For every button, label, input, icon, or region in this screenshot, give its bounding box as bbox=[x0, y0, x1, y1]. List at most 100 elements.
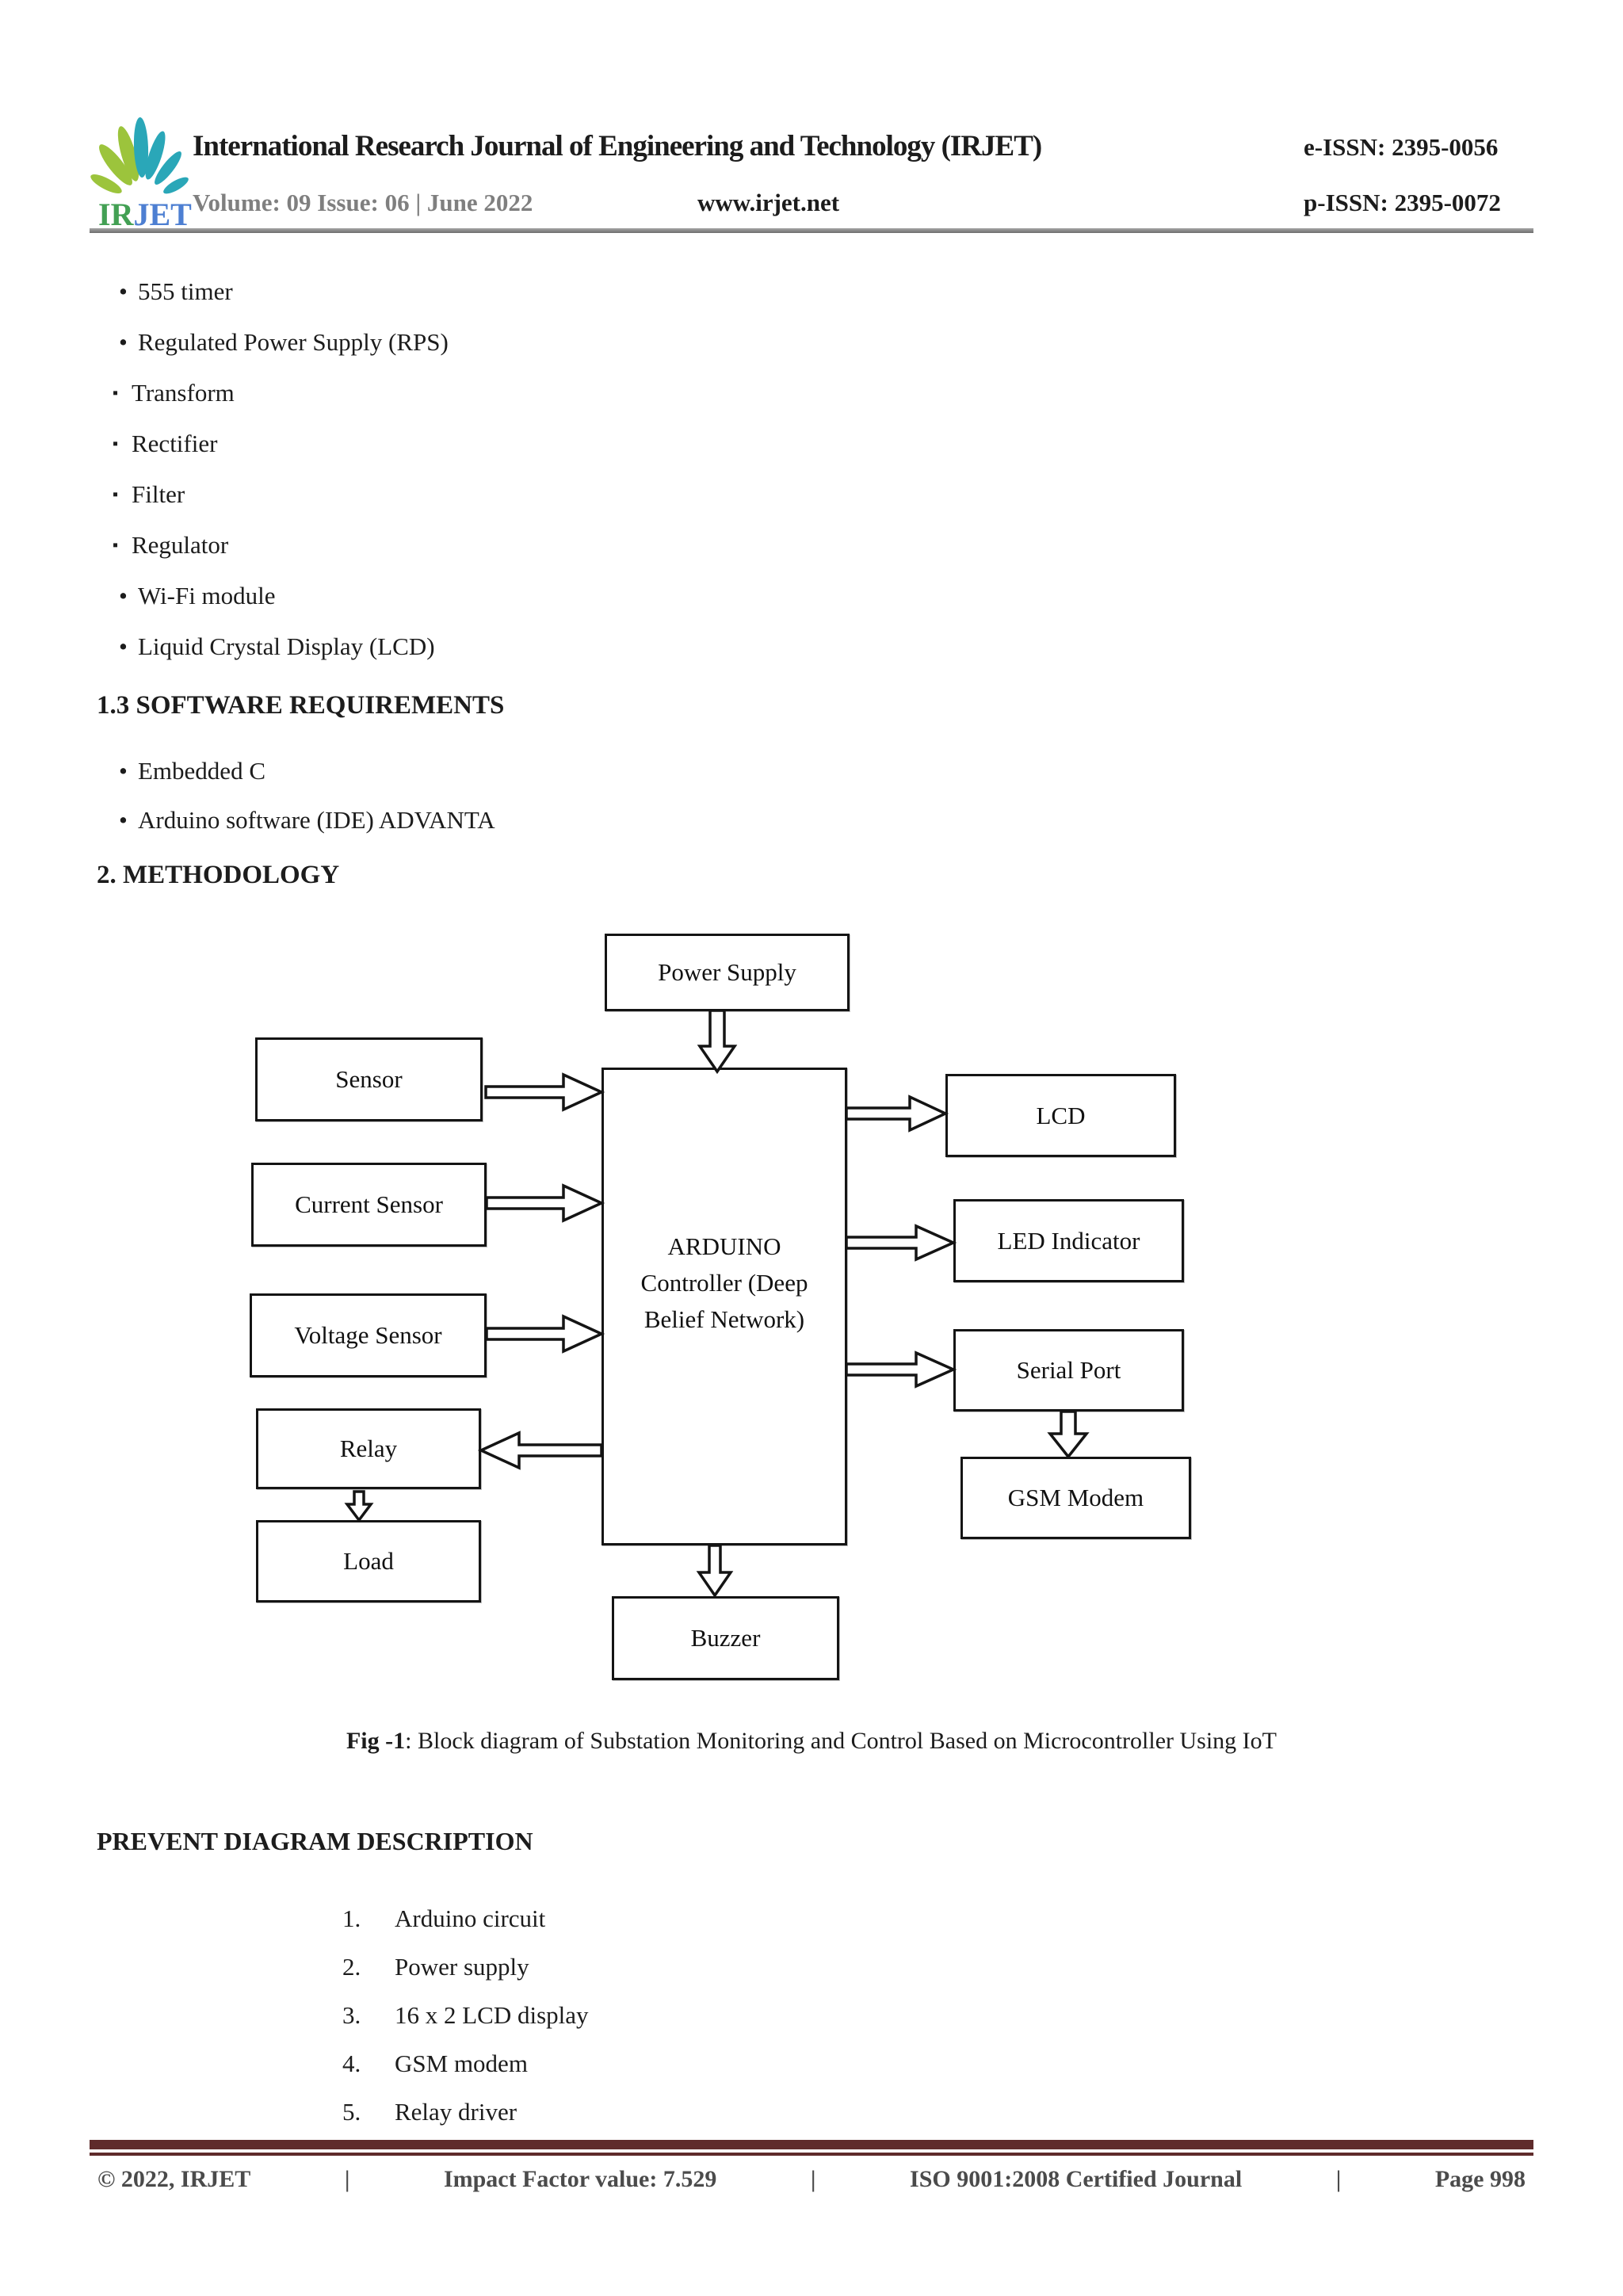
numbered-item: 1. Arduino circuit bbox=[342, 1894, 589, 1943]
item-label: Relay driver bbox=[395, 2097, 517, 2126]
item-label: 16 x 2 LCD display bbox=[395, 2000, 589, 2029]
arduino-label-line1: ARDUINO bbox=[667, 1232, 781, 1260]
diagram-block-led-indicator: LED Indicator bbox=[953, 1199, 1184, 1282]
figure-caption: Fig -1: Block diagram of Substation Moni… bbox=[0, 1728, 1623, 1755]
arrow-sensor-to-arduino bbox=[484, 1072, 605, 1112]
block-label: Sensor bbox=[335, 1065, 403, 1093]
bullet-icon: • bbox=[119, 757, 128, 785]
footer-separator: | bbox=[344, 2166, 350, 2192]
journal-title: International Research Journal of Engine… bbox=[193, 130, 1042, 162]
arrow-current-sensor-to-arduino bbox=[485, 1183, 605, 1223]
item-number: 4. bbox=[342, 2049, 361, 2077]
list-item: • Regulated Power Supply (RPS) bbox=[119, 317, 449, 368]
list-item-label: Liquid Crystal Display (LCD) bbox=[138, 632, 435, 660]
footer-impact-factor: Impact Factor value: 7.529 bbox=[443, 2166, 717, 2192]
diagram-block-voltage-sensor: Voltage Sensor bbox=[250, 1293, 487, 1377]
description-list: 1. Arduino circuit 2. Power supply 3. 16 x … bbox=[342, 1894, 589, 2136]
arrow-arduino-to-serial-port bbox=[845, 1350, 957, 1389]
bullet-icon: • bbox=[119, 582, 128, 609]
square-bullet-icon: ▪ bbox=[113, 384, 119, 402]
arrow-relay-to-load bbox=[344, 1490, 374, 1522]
arrow-arduino-to-led-indicator bbox=[845, 1224, 957, 1262]
bullet-icon: • bbox=[119, 328, 128, 356]
diagram-block-load: Load bbox=[256, 1520, 481, 1603]
prevent-diagram-heading: PREVENT DIAGRAM DESCRIPTION bbox=[97, 1827, 533, 1855]
volume-issue: Volume: 09 Issue: 06 | June 2022 bbox=[193, 189, 533, 216]
list-item-label: Arduino software (IDE) ADVANTA bbox=[138, 806, 495, 834]
block-label: Current Sensor bbox=[295, 1190, 443, 1218]
block-label: Voltage Sensor bbox=[294, 1321, 442, 1349]
item-label: Power supply bbox=[395, 1952, 529, 1981]
list-item: ▪Rectifier bbox=[113, 418, 449, 469]
software-list: • Embedded C • Arduino software (IDE) ADVA… bbox=[119, 747, 495, 845]
list-item-label: Rectifier bbox=[132, 430, 218, 457]
block-label: Relay bbox=[339, 1435, 398, 1462]
header-divider bbox=[90, 228, 1533, 233]
square-bullet-icon: ▪ bbox=[113, 485, 119, 503]
diagram-block-gsm-modem: GSM Modem bbox=[960, 1457, 1191, 1539]
footer-copyright: © 2022, IRJET bbox=[97, 2166, 251, 2192]
arrow-power-supply-to-arduino bbox=[697, 1009, 738, 1075]
logo-text-ir: IR bbox=[98, 197, 135, 232]
list-item: ▪ Transform bbox=[113, 368, 449, 418]
arrow-voltage-sensor-to-arduino bbox=[485, 1314, 605, 1354]
numbered-item: 5. Relay driver bbox=[342, 2088, 589, 2136]
footer-divider-thick-bar bbox=[90, 2140, 1533, 2149]
arrow-arduino-to-lcd bbox=[845, 1095, 949, 1133]
list-item-label: Transform bbox=[132, 379, 235, 407]
figure-caption-text: : Block diagram of Substation Monitoring… bbox=[405, 1728, 1277, 1754]
list-item-label: Embedded C bbox=[138, 757, 265, 785]
bullet-icon: • bbox=[119, 632, 128, 660]
arduino-label-line2: Controller (Deep bbox=[640, 1268, 808, 1297]
block-label: Power Supply bbox=[658, 958, 796, 986]
footer-separator: | bbox=[1335, 2166, 1342, 2192]
list-item-label: Regulated Power Supply (RPS) bbox=[138, 328, 449, 356]
svg-text:IRJET: IRJET bbox=[98, 197, 192, 232]
item-label: GSM modem bbox=[395, 2049, 528, 2077]
list-item-label: 555 timer bbox=[138, 277, 233, 305]
numbered-item: 4. GSM modem bbox=[342, 2039, 589, 2088]
list-item: • Arduino software (IDE) ADVANTA bbox=[119, 796, 495, 845]
bullet-icon: • bbox=[119, 277, 128, 305]
diagram-block-lcd: LCD bbox=[945, 1074, 1176, 1157]
block-label: Buzzer bbox=[690, 1624, 761, 1652]
footer-divider-thin-bar bbox=[90, 2153, 1533, 2156]
p-issn: p-ISSN: 2395-0072 bbox=[1304, 189, 1501, 216]
hardware-list: • 555 timer • Regulated Power Supply (RPS)… bbox=[113, 266, 449, 672]
diagram-block-sensor: Sensor bbox=[255, 1037, 483, 1121]
numbered-item: 2. Power supply bbox=[342, 1943, 589, 1991]
diagram-block-power-supply: Power Supply bbox=[605, 934, 850, 1011]
footer-divider bbox=[90, 2140, 1533, 2156]
diagram-block-current-sensor: Current Sensor bbox=[251, 1163, 487, 1247]
arrow-arduino-to-buzzer bbox=[696, 1544, 734, 1599]
journal-website: www.irjet.net bbox=[697, 189, 840, 216]
arrow-arduino-to-relay bbox=[477, 1431, 603, 1470]
irjet-logo-leaves bbox=[90, 117, 189, 194]
block-label: Load bbox=[343, 1547, 394, 1575]
bullet-icon: • bbox=[119, 806, 128, 834]
list-item-label: Regulator bbox=[132, 531, 229, 559]
block-label: Serial Port bbox=[1016, 1356, 1121, 1384]
block-label: GSM Modem bbox=[1007, 1484, 1144, 1511]
item-number: 5. bbox=[342, 2097, 361, 2126]
list-item-label: Filter bbox=[132, 480, 185, 508]
list-item: • Embedded C bbox=[119, 747, 495, 796]
diagram-block-arduino-controller: ARDUINO Controller (Deep Belief Network) bbox=[601, 1068, 847, 1545]
square-bullet-icon: ▪ bbox=[113, 536, 119, 554]
footer-separator: | bbox=[810, 2166, 816, 2192]
list-item: •Wi-Fi module bbox=[119, 571, 449, 621]
footer-page-number: Page 998 bbox=[1434, 2166, 1526, 2192]
block-label: LED Indicator bbox=[997, 1226, 1140, 1255]
item-number: 1. bbox=[342, 1904, 361, 1932]
arrow-serial-port-to-gsm-modem bbox=[1047, 1410, 1090, 1459]
item-number: 2. bbox=[342, 1952, 361, 1981]
methodology-heading: 2. METHODOLOGY bbox=[97, 861, 340, 889]
item-label: Arduino circuit bbox=[395, 1904, 546, 1932]
irjet-logo: IRJET bbox=[90, 117, 192, 232]
software-requirements-heading: 1.3 SOFTWARE REQUIREMENTS bbox=[97, 691, 505, 720]
numbered-item: 3. 16 x 2 LCD display bbox=[342, 1991, 589, 2039]
footer: © 2022, IRJET | Impact Factor value: 7.5… bbox=[97, 2166, 1526, 2193]
item-number: 3. bbox=[342, 2000, 361, 2029]
footer-divider-gap bbox=[90, 2149, 1533, 2153]
